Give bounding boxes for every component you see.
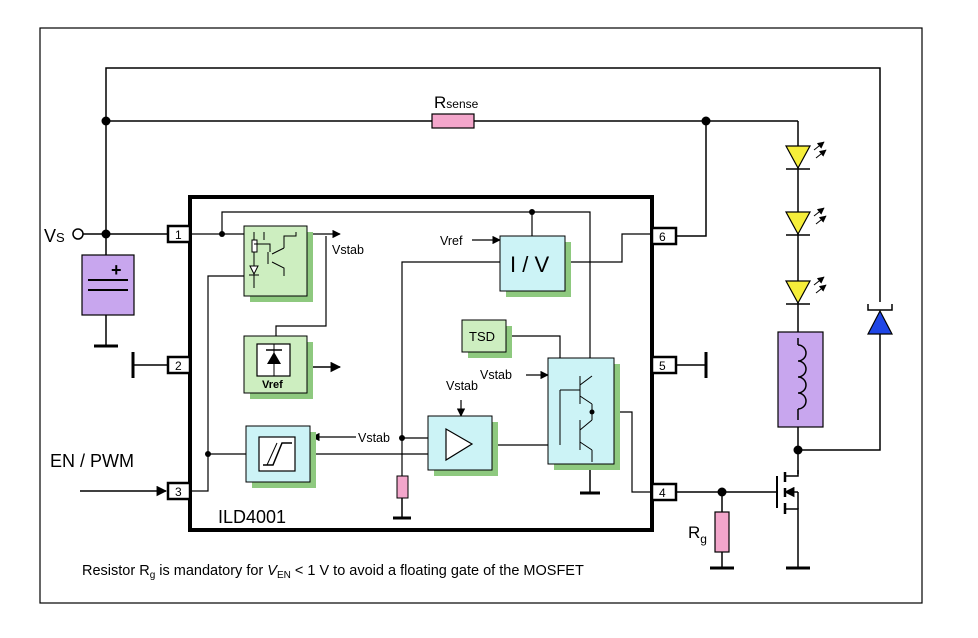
rsense-label: Rsense (434, 93, 479, 112)
tsd-block: TSD (461, 319, 512, 358)
ic-name: ILD4001 (218, 507, 286, 527)
rg-resistor: Rg (688, 492, 734, 570)
pin-1: 1 (166, 224, 192, 244)
vstab-label-regulator: Vstab (332, 243, 364, 257)
capacitor: + (81, 234, 135, 348)
mosfet-note: Resistor Rg is mandatory for VEN < 1 V t… (82, 563, 584, 581)
mosfet (676, 470, 810, 570)
amplifier-block (427, 415, 498, 476)
pin-5: 5 (650, 352, 708, 378)
vref-input-label: Vref (440, 234, 463, 248)
vstab-label-comparator: Vstab (358, 431, 390, 445)
vs-label: VS (44, 226, 65, 246)
svg-text:+: + (111, 260, 122, 280)
vref-block-label: Vref (262, 379, 283, 391)
tsd-block-label: TSD (469, 329, 495, 344)
vstab-label-driver: Vstab (480, 368, 512, 382)
iv-converter-block: I / V (499, 235, 571, 297)
svg-text:6: 6 (659, 230, 666, 244)
led-2 (784, 207, 827, 236)
comparator-block (245, 425, 316, 488)
en-pwm-input: EN / PWM (50, 451, 168, 497)
driver-transistor-block (547, 357, 620, 470)
pin-4: 4 (650, 482, 678, 502)
vs-terminal: VS (44, 226, 168, 246)
voltage-regulator-block (243, 225, 313, 302)
svg-text:1: 1 (175, 228, 182, 242)
svg-text:4: 4 (659, 486, 666, 500)
led-3 (784, 276, 827, 305)
led-1 (784, 141, 827, 170)
diagram-frame (39, 27, 923, 604)
en-pwm-label: EN / PWM (50, 451, 134, 471)
supply-wiring (101, 67, 881, 302)
vref-block: Vref (243, 335, 313, 399)
inductor (777, 331, 881, 474)
pin-3: 3 (166, 481, 192, 501)
svg-text:3: 3 (175, 485, 182, 499)
rg-label: Rg (688, 523, 707, 546)
led-string (784, 121, 827, 332)
vstab-label-amplifier: Vstab (446, 379, 478, 393)
pin-6: 6 (650, 226, 678, 246)
freewheel-diode (867, 304, 893, 335)
internal-resistor (396, 475, 409, 499)
svg-text:2: 2 (175, 359, 182, 373)
iv-block-label: I / V (510, 252, 549, 277)
rsense-resistor: Rsense (431, 93, 479, 129)
pin-2: 2 (131, 352, 192, 378)
svg-text:5: 5 (659, 359, 666, 373)
